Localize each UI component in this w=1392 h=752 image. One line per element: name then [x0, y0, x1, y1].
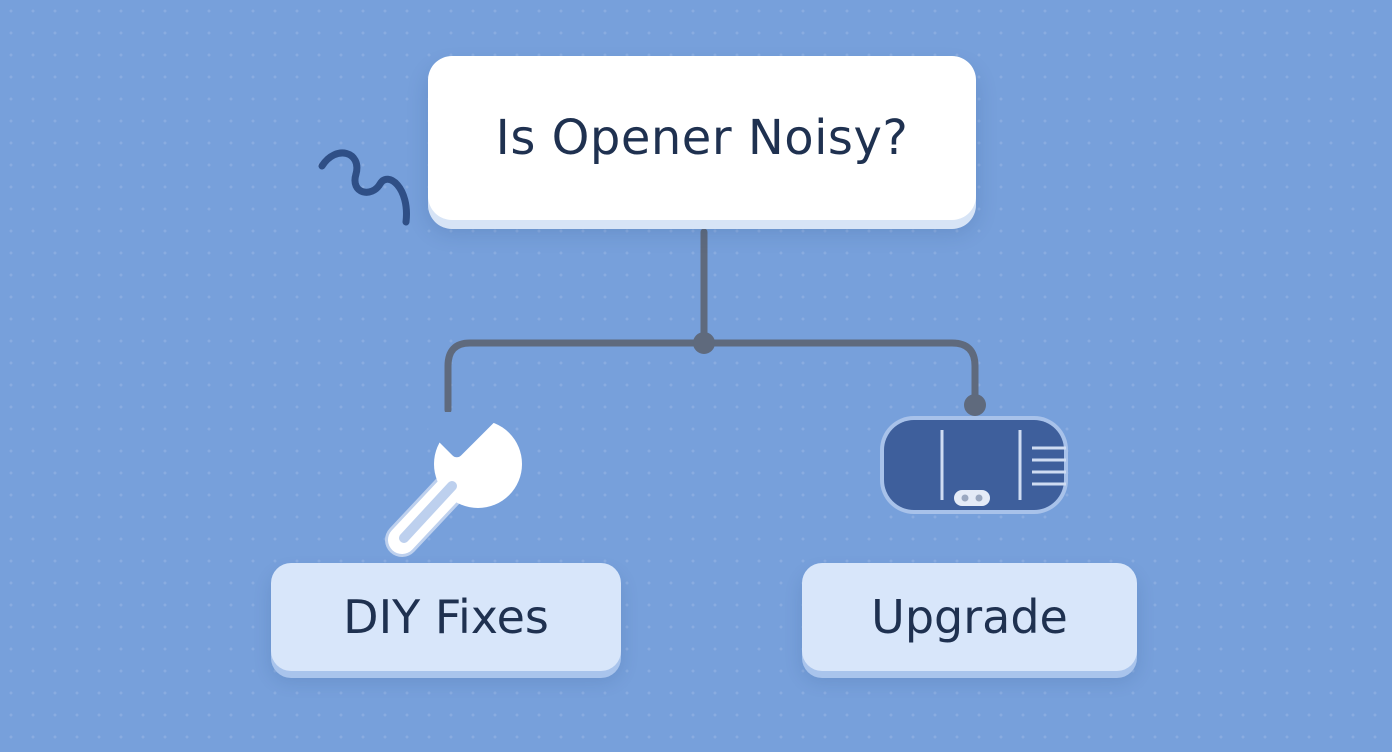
- wrench-icon: [385, 412, 522, 557]
- connector-branch-right: [700, 339, 979, 408]
- connector-branch-left: [444, 339, 708, 414]
- connector-endpoint-right: [964, 394, 986, 416]
- option-diy-label: DIY Fixes: [343, 590, 549, 644]
- option-diy-fixes: DIY Fixes: [271, 563, 621, 671]
- option-upgrade: Upgrade: [802, 563, 1137, 671]
- option-upgrade-label: Upgrade: [871, 590, 1068, 644]
- connector-junction: [693, 332, 715, 354]
- garage-door-opener-icon: [880, 416, 1068, 514]
- question-node: Is Opener Noisy?: [428, 56, 976, 220]
- question-label: Is Opener Noisy?: [495, 110, 909, 166]
- squiggle-icon: [318, 149, 410, 226]
